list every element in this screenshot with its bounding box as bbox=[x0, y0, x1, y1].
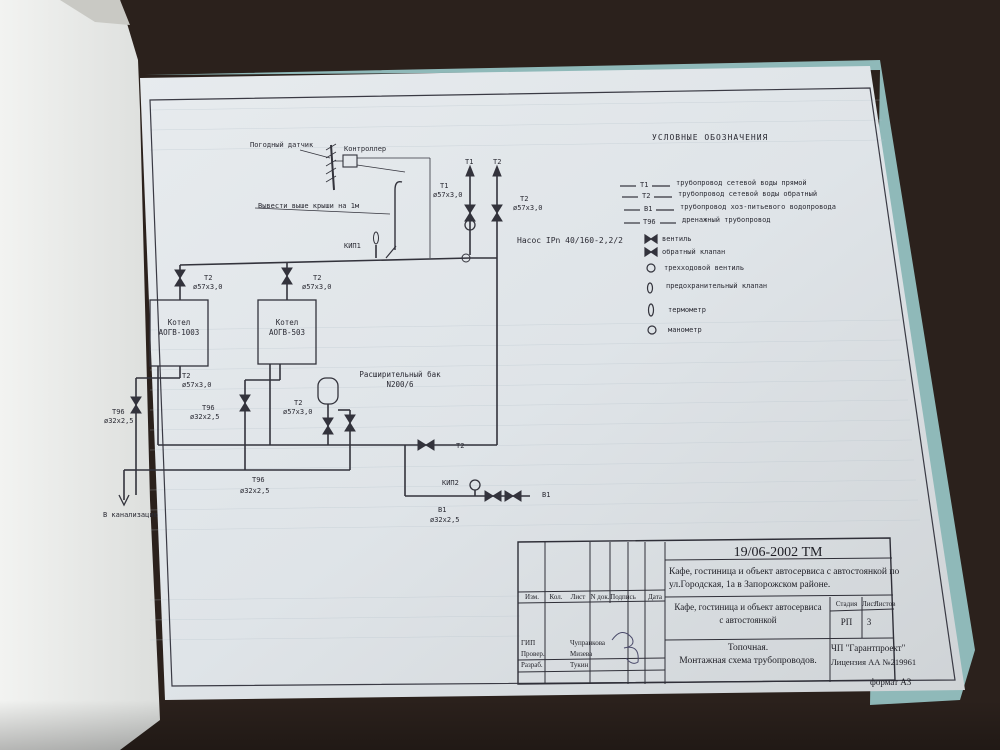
label-t96-bottom: T96 bbox=[252, 476, 265, 484]
legend-text: трехходовой вентиль bbox=[664, 264, 745, 272]
col-header: Кол. bbox=[549, 593, 563, 601]
label-pump: Насос IPn 40/160-2,2/2 bbox=[517, 236, 623, 245]
label-t96-bottom-size: ø32x2,5 bbox=[240, 487, 270, 495]
left-notebook-page bbox=[0, 0, 160, 750]
sheet-header: Лист bbox=[862, 600, 877, 608]
legend-text: манометр bbox=[668, 326, 702, 334]
title-block-grid bbox=[517, 537, 896, 685]
piping-schematic bbox=[118, 143, 530, 507]
label-boiler1-t2-size: ø57x3,0 bbox=[193, 283, 223, 291]
company-name: ЧП "Гарантпроект" bbox=[831, 643, 906, 653]
label-kip1: КИП1 bbox=[344, 242, 361, 250]
legend-text: дренажный трубопровод bbox=[682, 216, 771, 224]
label-exhaust: Вывести выше крыши на 1м bbox=[258, 202, 360, 210]
legend-text: обратный клапан bbox=[662, 248, 726, 256]
label-t1-pipe: T1 bbox=[440, 182, 449, 190]
label-t96-b: T96 bbox=[202, 404, 215, 412]
label-t2-mid: T2 bbox=[294, 399, 303, 407]
legend-text: трубопровод сетевой воды прямой bbox=[676, 179, 807, 187]
role-label: Провер. bbox=[521, 650, 545, 658]
legend-symbols bbox=[620, 185, 676, 335]
notebook-top-page bbox=[60, 0, 130, 25]
piping-symbols bbox=[130, 164, 522, 502]
label-left-t2-size: ø57x3,0 bbox=[182, 381, 212, 389]
drawing-frame bbox=[149, 87, 956, 687]
license-number: Лицензия АА №219961 bbox=[831, 657, 917, 667]
label-weather-sensor: Погодный датчик bbox=[250, 141, 314, 149]
legend-code: T1 bbox=[640, 181, 649, 189]
object-line-2: с автостоянкой bbox=[719, 615, 777, 625]
label-t96-a-size: ø32x2,5 bbox=[104, 417, 134, 425]
legend-code: T2 bbox=[642, 192, 651, 200]
col-header: Лист bbox=[570, 593, 586, 601]
label-b1-end: B1 bbox=[542, 491, 551, 499]
role-name: Чупранкова bbox=[570, 639, 606, 647]
legend-text: термометр bbox=[668, 306, 706, 314]
legend-code: T96 bbox=[643, 218, 656, 226]
label-sewer: В канализацию bbox=[103, 511, 158, 519]
label-b1-size: ø32x2,5 bbox=[430, 516, 460, 524]
label-boiler2-t2-size: ø57x3,0 bbox=[302, 283, 332, 291]
legend-title: УСЛОВНЫЕ ОБОЗНАЧЕНИЯ bbox=[652, 133, 769, 142]
boiler2-label: Котел АОГВ-503 bbox=[268, 318, 306, 338]
label-boiler2-t2: T2 bbox=[313, 274, 322, 282]
legend-text: вентиль bbox=[662, 235, 692, 243]
role-label: ГИП bbox=[521, 639, 536, 647]
legend-text: трубопровод хоз-питьевого водопровода bbox=[680, 203, 836, 211]
sheets-header: Листов bbox=[874, 600, 896, 608]
label-t2-mid-size: ø57x3,0 bbox=[283, 408, 313, 416]
doc-number: 19/06-2002 ТМ bbox=[733, 545, 823, 560]
label-left-t2: T2 bbox=[182, 372, 191, 380]
project-line-2: ул.Городская, 1а в Запорожском районе. bbox=[669, 580, 831, 590]
label-t96-b-size: ø32x2,5 bbox=[190, 413, 220, 421]
col-header: N док. bbox=[590, 593, 610, 601]
col-header: Подпись bbox=[610, 593, 636, 601]
boiler1-label: Котел АОГВ-1003 bbox=[158, 318, 200, 338]
label-kip2: КИП2 bbox=[442, 479, 459, 487]
legend-text: трубопровод сетевой воды обратный bbox=[678, 190, 818, 198]
col-header: Изм. bbox=[525, 593, 539, 601]
col-header: Дата bbox=[648, 593, 662, 601]
object-line-1: Кафе, гостиница и объект автосервиса bbox=[674, 602, 822, 612]
label-b1-pipe: B1 bbox=[438, 506, 447, 514]
label-t2-pipe: T2 bbox=[520, 195, 529, 203]
label-boiler1-t2: T2 bbox=[204, 274, 213, 282]
signature-scribble bbox=[611, 632, 639, 664]
sheet-title-line-2: Монтажная схема трубопроводов. bbox=[679, 656, 817, 666]
role-name: Тукин bbox=[570, 661, 589, 669]
sheet-value: 3 bbox=[866, 617, 872, 627]
label-t1-top: T1 bbox=[465, 158, 474, 166]
legend-code: B1 bbox=[644, 205, 653, 213]
project-line-1: Кафе, гостиница и объект автосервиса с а… bbox=[669, 567, 900, 577]
role-name: Мизева bbox=[570, 650, 593, 658]
expansion-tank-label: Расширительный бак N200/6 bbox=[359, 370, 441, 390]
legend-text: предохранительный клапан bbox=[666, 282, 768, 290]
paper-sheet bbox=[140, 66, 965, 700]
label-t96-a: T96 bbox=[112, 408, 125, 416]
stage-value: РП bbox=[840, 617, 853, 627]
label-t1-size: ø57x3,0 bbox=[433, 191, 463, 199]
paper-format: формат А3 bbox=[870, 677, 912, 687]
label-t2-size: ø57x3,0 bbox=[513, 204, 543, 212]
stage-header: Стадия bbox=[835, 600, 858, 608]
role-label: Разраб. bbox=[521, 661, 543, 669]
label-t2-top: T2 bbox=[493, 158, 502, 166]
sheet-title-line-1: Топочная. bbox=[727, 643, 769, 653]
label-controller: Контроллер bbox=[344, 145, 387, 153]
label-t2-main: T2 bbox=[456, 442, 465, 450]
